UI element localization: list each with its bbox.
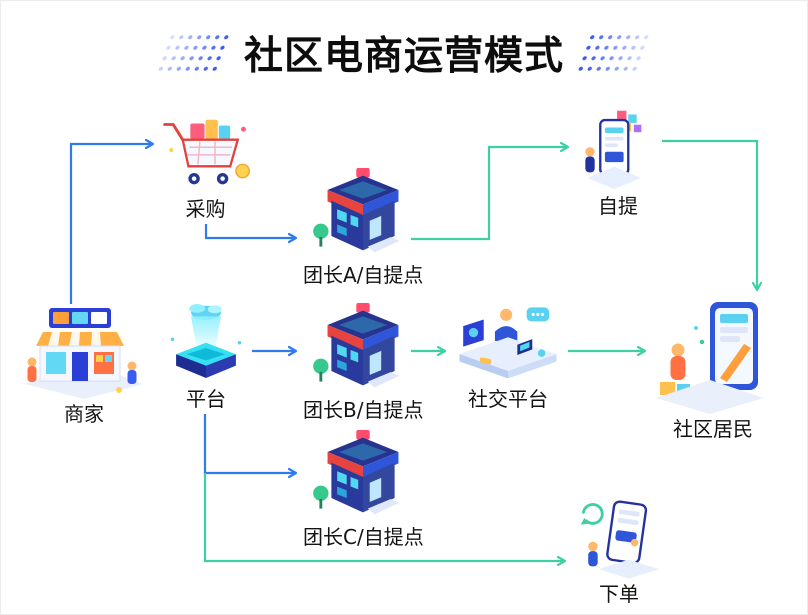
hologram-platform-illustration: [170, 304, 242, 378]
node-community-residents: 社区居民: [652, 298, 774, 442]
edge-selfpickup-residents: [662, 139, 763, 292]
place-order-phone-illustration: [580, 500, 660, 579]
node-platform: 平台: [162, 298, 250, 412]
node-leader-b-label: 团长B/自提点: [303, 398, 424, 422]
edge-procurement-leader-a: [204, 224, 298, 244]
shopping-cart-illustration: [163, 119, 250, 185]
node-leader-a: 团长A/自提点: [303, 168, 423, 288]
pickup-store-building-illustration: [313, 430, 400, 515]
social-platform-desk-illustration: [459, 307, 557, 379]
community-residents-phone-illustration: [656, 302, 764, 414]
title-dots-left-decoration: [154, 32, 234, 74]
node-leader-c: 团长C/自提点: [303, 430, 424, 550]
node-merchant: 商家: [19, 304, 149, 427]
pickup-store-building-illustration: [313, 168, 400, 253]
node-procurement: 采购: [158, 112, 253, 222]
node-leader-a-label: 团长A/自提点: [303, 263, 424, 287]
storefront-illustration: [25, 308, 143, 399]
title-row: 社区电商运营模式: [1, 25, 807, 81]
node-leader-b: 团长B/自提点: [303, 303, 423, 423]
node-self-pickup: 自提: [576, 107, 660, 219]
node-social-platform-label: 社交平台: [468, 387, 548, 411]
self-pickup-phone-illustration: [585, 110, 642, 190]
node-platform-label: 平台: [186, 387, 226, 411]
node-merchant-label: 商家: [64, 402, 104, 426]
node-place-order-label: 下单: [599, 582, 639, 606]
title-dots-right-decoration: [574, 32, 654, 74]
page-title: 社区电商运营模式: [243, 34, 564, 79]
pickup-store-building-illustration: [313, 303, 400, 388]
edge-merchant-procurement: [69, 138, 155, 304]
node-community-residents-label: 社区居民: [673, 417, 753, 441]
node-procurement-label: 采购: [185, 197, 226, 221]
node-leader-c-label: 团长C/自提点: [303, 525, 424, 549]
node-place-order: 下单: [574, 493, 664, 607]
edge-platform-leader-c: [203, 414, 298, 479]
node-social-platform: 社交平台: [452, 298, 564, 412]
edge-leader-a-selfpickup: [411, 141, 570, 241]
node-self-pickup-label: 自提: [598, 194, 638, 218]
